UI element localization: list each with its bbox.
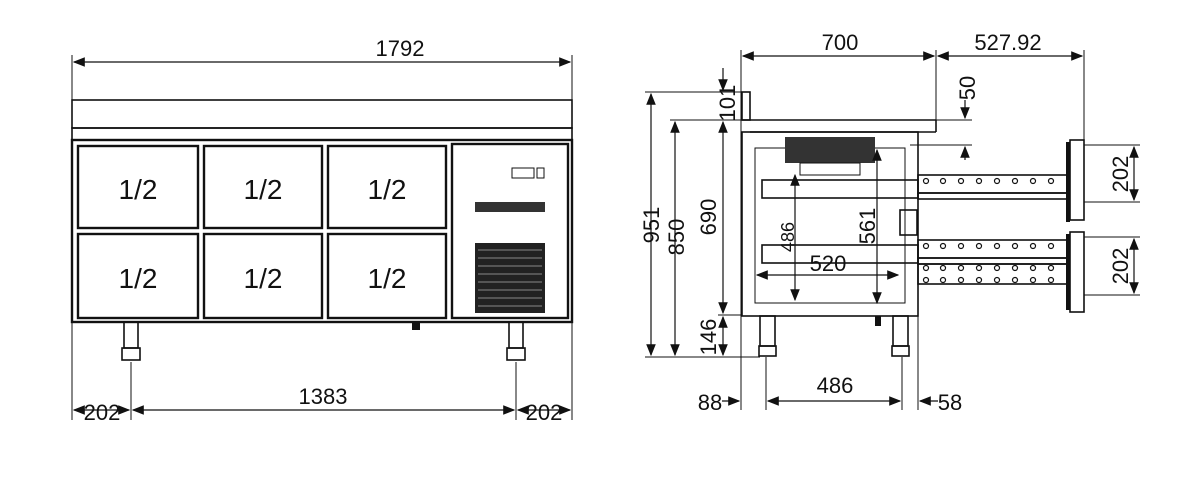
drawer-height-bottom-label: 202 — [1108, 248, 1133, 285]
handle — [899, 209, 918, 236]
inner-height-561-label: 561 — [855, 208, 880, 245]
fan — [799, 162, 861, 176]
inner-width-label: 520 — [810, 251, 847, 276]
depth-label: 700 — [822, 30, 859, 55]
drawer — [202, 144, 324, 230]
body-height-label: 690 — [696, 199, 721, 236]
drawer-height-top-label: 202 — [1108, 156, 1133, 193]
drawer — [326, 144, 448, 230]
vent-slot — [475, 202, 545, 212]
leg-offset-left-label: 202 — [84, 400, 121, 425]
drawer-grid: 1/2 1/2 1/2 1/2 1/2 1/2 — [76, 144, 448, 320]
drawer-extension-label: 527.92 — [974, 30, 1041, 55]
drawer-label: 1/2 — [244, 174, 283, 205]
drain-outlet — [412, 322, 420, 330]
drawer-label: 1/2 — [368, 263, 407, 294]
leg-spacing-label: 1383 — [299, 384, 348, 409]
inner-height-486-label: 486 — [778, 222, 798, 252]
drawer-label: 1/2 — [119, 263, 158, 294]
drawer — [76, 232, 200, 320]
compressor-panel — [450, 142, 570, 320]
leg-height-label: 146 — [696, 319, 721, 356]
side-legs — [758, 315, 910, 357]
drawer-front-top — [1069, 139, 1085, 221]
drawer — [202, 232, 324, 320]
switch — [536, 167, 545, 179]
side-view: 700 527.92 — [639, 30, 1140, 415]
side-body — [741, 131, 919, 317]
front-offset-label: 58 — [938, 390, 962, 415]
side-backsplash — [741, 91, 751, 121]
front-legs — [121, 321, 526, 361]
evaporator-coil — [785, 137, 875, 163]
total-height-label: 951 — [639, 207, 664, 244]
overall-width-label: 1792 — [376, 36, 425, 61]
drawer — [76, 144, 200, 230]
leg-offset-right-label: 202 — [526, 400, 563, 425]
drawer-label: 1/2 — [119, 174, 158, 205]
front-view: 1792 1/2 1/2 1/2 1/2 1/2 1/2 — [70, 36, 574, 425]
backsplash — [71, 99, 573, 129]
top-offset-label: 50 — [955, 76, 980, 100]
cabinet-body — [70, 138, 574, 324]
rear-offset-label: 88 — [698, 390, 722, 415]
worktop — [71, 127, 573, 141]
extended-drawers — [917, 139, 1085, 313]
drawer-front-bottom — [1069, 231, 1085, 313]
worktop-height-label: 850 — [664, 219, 689, 256]
drawer-label: 1/2 — [368, 174, 407, 205]
side-leg-spacing-label: 486 — [817, 373, 854, 398]
drawer-label: 1/2 — [244, 263, 283, 294]
ventilation-grille — [475, 243, 545, 313]
display-panel — [511, 167, 535, 179]
backsplash-height-label: 101 — [715, 85, 740, 122]
drawer — [326, 232, 448, 320]
